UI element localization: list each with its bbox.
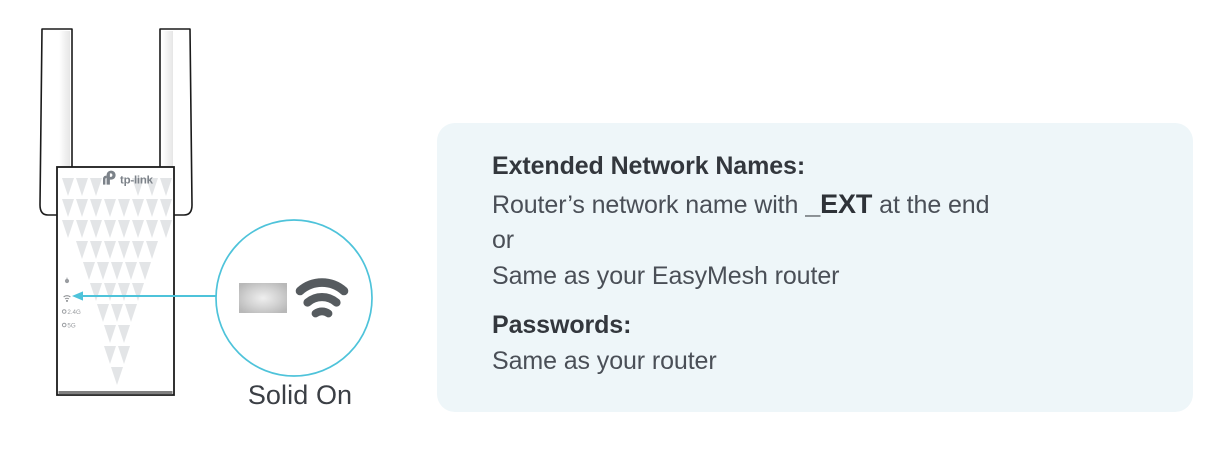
passwords-heading: Passwords: — [492, 311, 632, 339]
wifi-signal-icon — [295, 278, 349, 318]
callout-label: Solid On — [247, 380, 353, 410]
device-illustration: tp-link 2.4G 5G — [39, 28, 373, 396]
password-same-as-router-line: Same as your router — [492, 346, 717, 375]
easymesh-same-name-line: Same as your EasyMesh router — [492, 261, 840, 290]
signal-led-zoom — [239, 283, 287, 313]
extended-network-names-heading: Extended Network Names: — [492, 152, 806, 180]
power-led — [64, 277, 70, 284]
svg-text:tp-link: tp-link — [120, 174, 154, 186]
callout-leader-line — [72, 291, 228, 301]
tp-link-logo: tp-link — [103, 170, 154, 186]
callout-circle — [215, 219, 373, 377]
band-24g-led: 2.4G — [61, 309, 81, 316]
network-name-rule-prefix: Router’s network name with — [492, 190, 806, 219]
or-connector-line: or — [492, 226, 515, 254]
band-5g-led: 5G — [61, 322, 76, 330]
network-name-rule-line: Router’s network name with _EXT at the e… — [492, 185, 1153, 224]
info-panel: Extended Network Names: Router’s network… — [437, 123, 1193, 412]
section-spacer — [492, 294, 1153, 308]
led-indicator-strip: 2.4G 5G — [61, 277, 81, 330]
band-5g-label: 5G — [67, 323, 75, 330]
network-name-rule-suffix: at the end — [872, 190, 990, 219]
signal-led — [63, 295, 71, 302]
ext-suffix-emphasis: _EXT — [805, 188, 873, 219]
vent-triangle-pattern — [62, 178, 172, 385]
band-24g-label: 2.4G — [67, 309, 81, 316]
